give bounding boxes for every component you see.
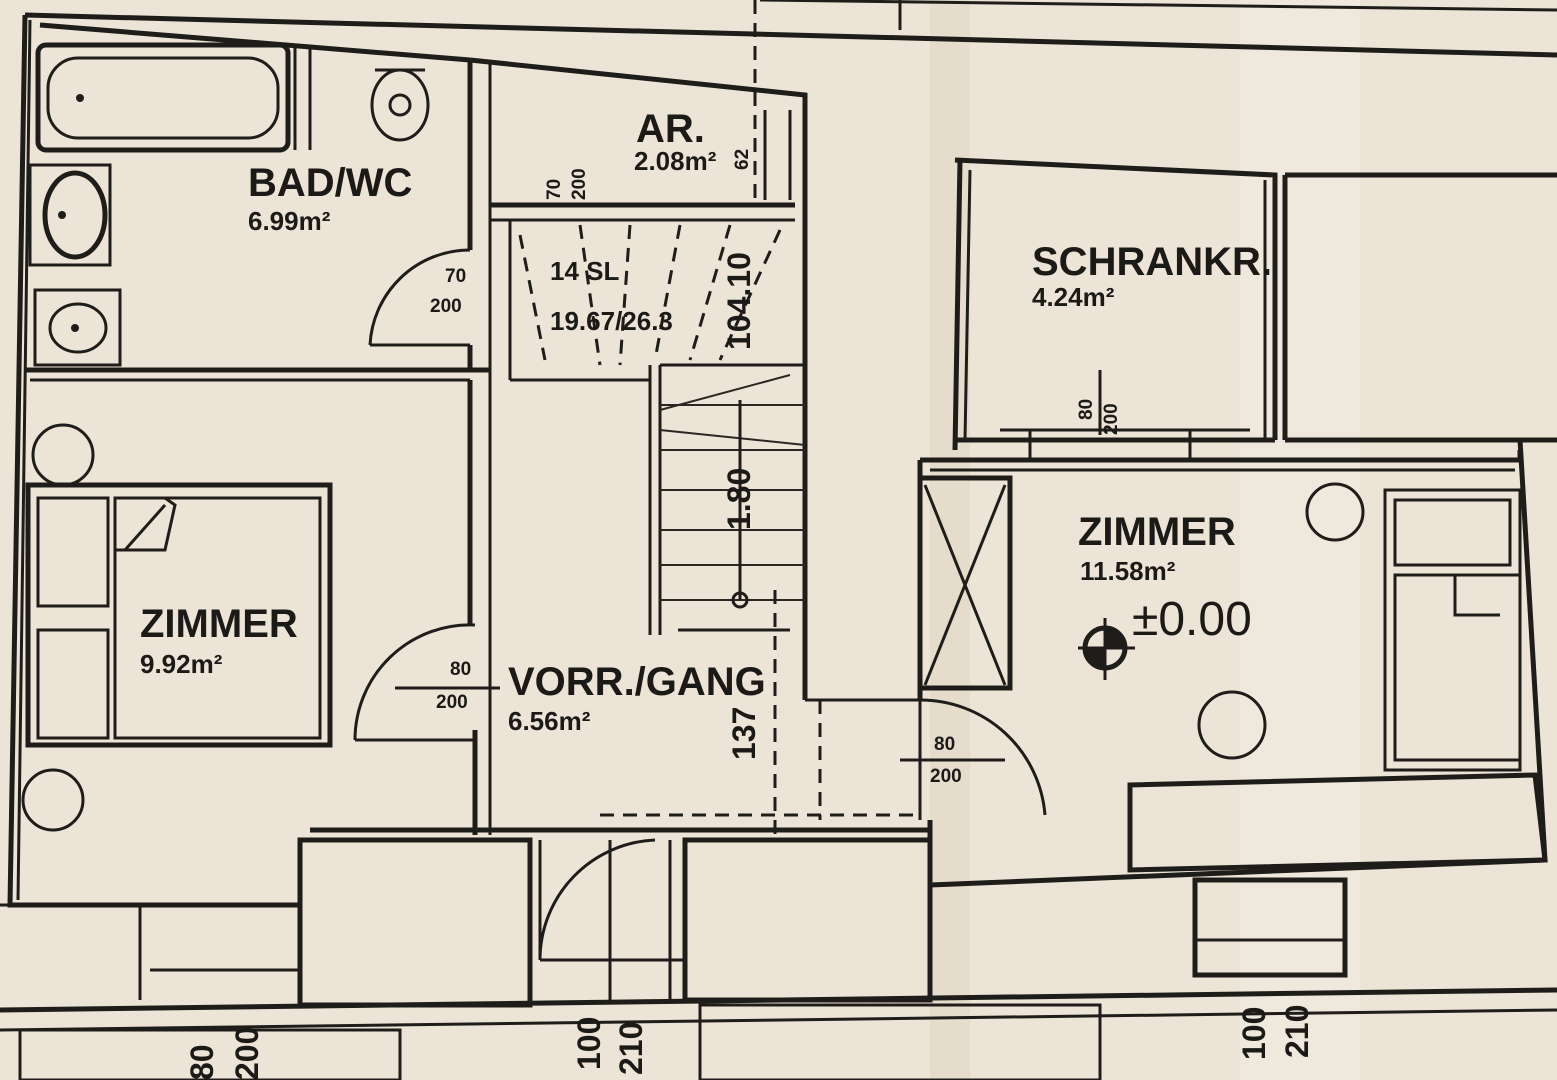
room-name-schrankraum: SCHRANKR. (1032, 240, 1272, 284)
dim-door-zimmer-rechts-width: 80 (934, 734, 955, 755)
walls-bottom-middle (0, 827, 1557, 1080)
room-area-bad-wc: 6.99m² (248, 206, 331, 236)
paper-fold-shade (930, 0, 970, 1080)
dim-door-bad-width: 70 (445, 266, 466, 287)
door-zimmer-rechts (900, 698, 1047, 820)
room-area-schrankraum: 4.24m² (1032, 282, 1115, 312)
dim-door-ar-width: 70 (544, 179, 565, 200)
stair-width-label: 104.10 (721, 252, 757, 350)
room-name-vorraum-gang: VORR./GANG (508, 660, 766, 704)
dim-window-3-width: 80 (184, 1044, 220, 1080)
door-schrankraum (1028, 370, 1192, 460)
dim-gang-width: 137 (726, 707, 762, 760)
level-marker-icon (1078, 618, 1135, 680)
room-name-zimmer-links: ZIMMER (140, 602, 298, 646)
dim-window-1-width: 100 (571, 1017, 607, 1070)
dim-window-1-height: 210 (613, 1022, 649, 1075)
room-area-zimmer-links: 9.92m² (140, 649, 223, 679)
dim-window-3-height: 200 (229, 1027, 265, 1080)
stair-steps-label: 14 SL (550, 256, 619, 286)
door-bad-wc (368, 248, 471, 347)
level-label: ±0.00 (1132, 593, 1252, 646)
dim-door-ar-height: 200 (569, 168, 590, 200)
dim-door-schrank-height: 200 (1101, 403, 1122, 435)
stair-ratio-label: 19.67/26.3 (550, 306, 673, 336)
dim-window-2-width: 100 (1236, 1007, 1272, 1060)
door-zimmer-links (353, 623, 500, 742)
toilet (370, 68, 430, 142)
stair-height-label: 1.80 (721, 468, 757, 530)
walls-right-block (917, 157, 1557, 978)
room-area-vorraum-gang: 6.56m² (508, 706, 591, 736)
room-name-ar: AR. (636, 107, 705, 151)
dim-window-2-height: 210 (1279, 1005, 1315, 1058)
bidet (33, 288, 122, 367)
room-area-zimmer-rechts: 11.58m² (1080, 556, 1176, 586)
dim-ar-edge: 62 (732, 149, 753, 170)
dim-door-zimmer-links-width: 80 (450, 659, 471, 680)
dim-door-zimmer-links-height: 200 (436, 692, 468, 713)
washbasin (28, 163, 112, 267)
walls-stair-block (469, 0, 920, 840)
dim-door-schrank-width: 80 (1076, 399, 1097, 420)
dim-door-bad-height: 200 (430, 296, 462, 317)
room-name-bad-wc: BAD/WC (248, 161, 412, 205)
dim-door-zimmer-rechts-height: 200 (930, 766, 962, 787)
outer-building-lines (24, 0, 1557, 58)
bathtub (35, 42, 312, 153)
room-name-zimmer-rechts: ZIMMER (1078, 510, 1236, 554)
room-area-ar: 2.08m² (634, 146, 717, 176)
